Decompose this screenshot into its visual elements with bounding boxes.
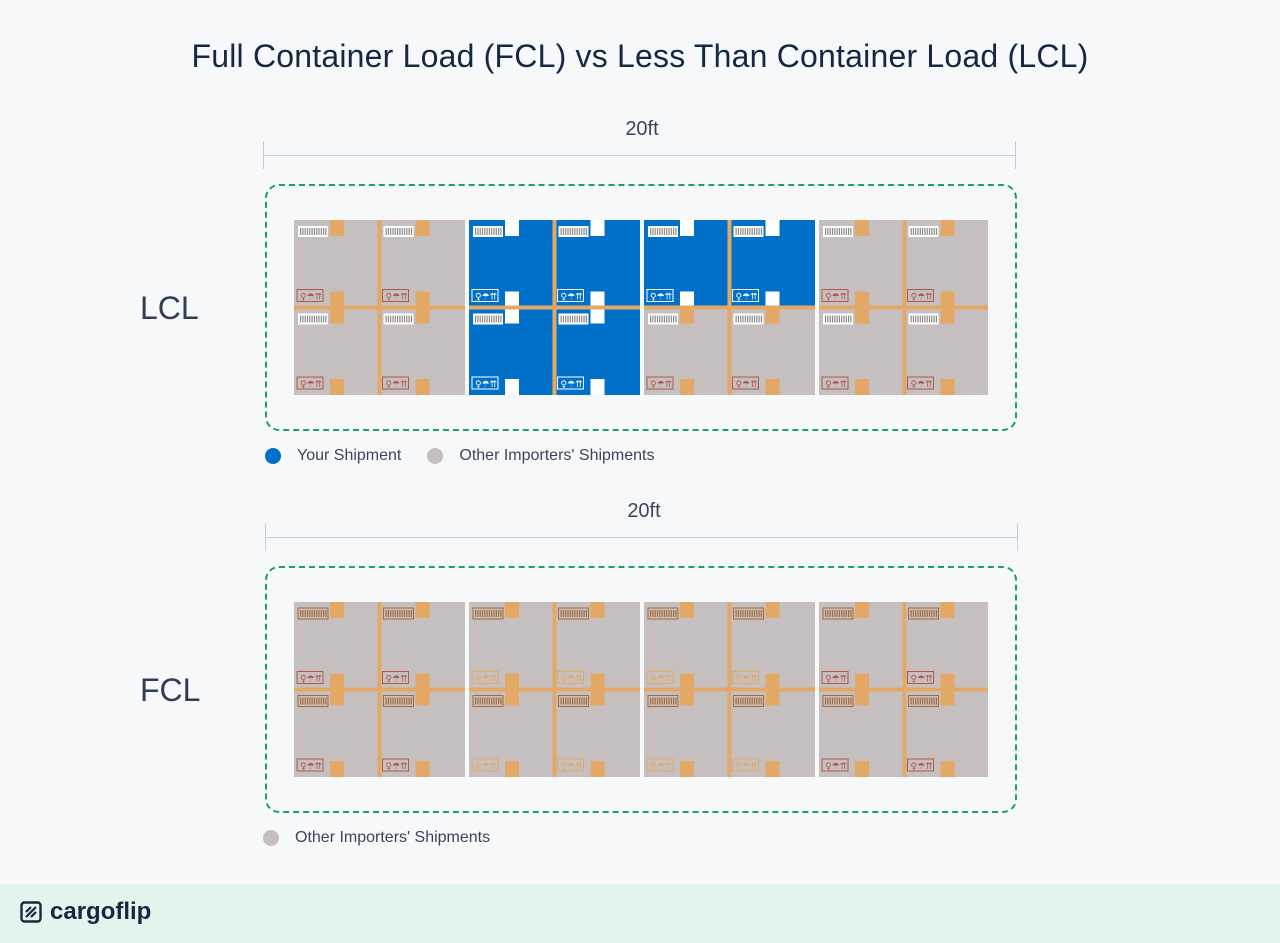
brand[interactable]: cargoflip — [20, 898, 151, 926]
other-shipment-box: ♀☂⇈ — [819, 307, 905, 395]
svg-text:♀☂⇈: ♀☂⇈ — [475, 675, 498, 685]
other-shipment-box: ♀☂⇈ — [904, 602, 988, 690]
footer-bar: cargoflip — [0, 884, 1280, 943]
lcl-container — [265, 184, 1017, 431]
svg-text:♀☂⇈: ♀☂⇈ — [736, 762, 759, 772]
fcl-label: FCL — [140, 672, 201, 708]
fcl-container — [265, 566, 1017, 813]
svg-text:♀☂⇈: ♀☂⇈ — [475, 762, 498, 772]
svg-text:♀☂⇈: ♀☂⇈ — [561, 675, 584, 685]
your-shipment-box: ♀☂⇈ — [644, 220, 730, 308]
your-shipment-dot-icon — [265, 448, 281, 464]
your-shipment-box: ♀☂⇈ — [469, 307, 555, 395]
other-shipment-box: ♀☂⇈ — [644, 307, 730, 395]
legend-item-other-shipments-fcl: Other Importers' Shipments — [263, 829, 490, 847]
svg-text:♀☂⇈: ♀☂⇈ — [911, 762, 934, 772]
other-shipment-box: ♀☂⇈ — [294, 689, 380, 777]
page-title: Full Container Load (FCL) vs Less Than C… — [191, 38, 1089, 74]
other-shipment-box: ♀☂⇈ — [904, 307, 988, 395]
svg-text:♀☂⇈: ♀☂⇈ — [475, 380, 498, 390]
other-shipment-box: ♀☂⇈ — [729, 689, 815, 777]
legend-label-other-shipments-fcl: Other Importers' Shipments — [295, 829, 491, 846]
svg-text:♀☂⇈: ♀☂⇈ — [650, 380, 673, 390]
svg-text:♀☂⇈: ♀☂⇈ — [386, 293, 409, 303]
svg-text:♀☂⇈: ♀☂⇈ — [911, 293, 934, 303]
other-shipment-box: ♀☂⇈ — [469, 689, 555, 777]
svg-text:♀☂⇈: ♀☂⇈ — [911, 380, 934, 390]
your-shipment-box: ♀☂⇈ — [554, 220, 640, 308]
legend-label-your-shipment: Your Shipment — [297, 447, 402, 464]
other-shipment-box: ♀☂⇈ — [904, 689, 988, 777]
your-shipment-box: ♀☂⇈ — [729, 220, 815, 308]
svg-text:♀☂⇈: ♀☂⇈ — [825, 380, 848, 390]
lcl-dimension-line — [263, 141, 1016, 171]
other-shipment-box: ♀☂⇈ — [294, 307, 380, 395]
other-shipment-box: ♀☂⇈ — [819, 602, 905, 690]
fcl-legend: Other Importers' Shipments — [263, 829, 516, 847]
other-shipment-box: ♀☂⇈ — [554, 689, 640, 777]
pallet-strap — [469, 220, 640, 395]
fcl-dimension-label: 20ft — [627, 500, 661, 522]
pallet-strap — [294, 602, 465, 777]
legend-item-other-shipments: Other Importers' Shipments — [427, 447, 655, 465]
svg-text:♀☂⇈: ♀☂⇈ — [475, 293, 498, 303]
svg-text:♀☂⇈: ♀☂⇈ — [825, 293, 848, 303]
svg-text:♀☂⇈: ♀☂⇈ — [300, 293, 323, 303]
other-shipment-box: ♀☂⇈ — [904, 220, 988, 308]
cargoflip-logo-icon — [20, 901, 42, 923]
pallet-strap — [469, 602, 640, 777]
lcl-label: LCL — [140, 290, 199, 326]
svg-text:♀☂⇈: ♀☂⇈ — [386, 380, 409, 390]
pallet-strap — [819, 220, 988, 395]
legend-item-your-shipment: Your Shipment — [265, 447, 401, 465]
lcl-legend: Your Shipment Other Importers' Shipments — [265, 447, 681, 465]
svg-text:♀☂⇈: ♀☂⇈ — [561, 293, 584, 303]
svg-text:♀☂⇈: ♀☂⇈ — [300, 380, 323, 390]
svg-text:♀☂⇈: ♀☂⇈ — [561, 762, 584, 772]
other-shipment-box: ♀☂⇈ — [819, 220, 905, 308]
legend-label-other-shipments: Other Importers' Shipments — [459, 447, 655, 464]
other-shipment-box: ♀☂⇈ — [644, 689, 730, 777]
svg-text:♀☂⇈: ♀☂⇈ — [650, 762, 673, 772]
other-shipment-box: ♀☂⇈ — [554, 602, 640, 690]
other-shipments-dot-icon — [263, 830, 279, 846]
svg-text:♀☂⇈: ♀☂⇈ — [300, 762, 323, 772]
pallet-strap — [644, 220, 815, 395]
brand-name: cargoflip — [50, 898, 152, 925]
svg-text:♀☂⇈: ♀☂⇈ — [736, 293, 759, 303]
other-shipment-box: ♀☂⇈ — [644, 602, 730, 690]
your-shipment-box: ♀☂⇈ — [469, 220, 555, 308]
svg-text:♀☂⇈: ♀☂⇈ — [386, 762, 409, 772]
svg-text:♀☂⇈: ♀☂⇈ — [825, 762, 848, 772]
other-shipments-dot-icon — [427, 448, 444, 464]
pallet-strap — [819, 602, 988, 777]
lcl-cargo-grid: ♀☂⇈ ♀☂⇈ ♀☂⇈ ♀☂⇈ ♀☂⇈ ♀☂⇈ ♀☂⇈ ♀☂⇈ ♀☂⇈ ♀☂⇈ ♀☂⇈ ♀☂⇈ ♀☂⇈ ♀… — [294, 220, 988, 395]
pallet-strap — [644, 602, 815, 777]
other-shipment-box: ♀☂⇈ — [379, 220, 465, 308]
lcl-dimension-label: 20ft — [625, 118, 659, 140]
other-shipment-box: ♀☂⇈ — [729, 307, 815, 395]
svg-text:♀☂⇈: ♀☂⇈ — [911, 675, 934, 685]
svg-text:♀☂⇈: ♀☂⇈ — [300, 675, 323, 685]
fcl-dimension-line — [265, 523, 1018, 553]
svg-text:♀☂⇈: ♀☂⇈ — [736, 380, 759, 390]
svg-text:♀☂⇈: ♀☂⇈ — [736, 675, 759, 685]
other-shipment-box: ♀☂⇈ — [379, 689, 465, 777]
fcl-cargo-grid: ♀☂⇈ ♀☂⇈ ♀☂⇈ ♀☂⇈ ♀☂⇈ ♀☂⇈ ♀☂⇈ ♀☂⇈ ♀☂⇈ ♀☂⇈ ♀☂⇈ ♀☂⇈ ♀☂⇈ ♀… — [294, 602, 988, 777]
other-shipment-box: ♀☂⇈ — [294, 602, 380, 690]
svg-text:♀☂⇈: ♀☂⇈ — [386, 675, 409, 685]
pallet-strap — [294, 220, 465, 395]
your-shipment-box: ♀☂⇈ — [554, 307, 640, 395]
svg-text:♀☂⇈: ♀☂⇈ — [561, 380, 584, 390]
svg-text:♀☂⇈: ♀☂⇈ — [650, 675, 673, 685]
svg-text:♀☂⇈: ♀☂⇈ — [650, 293, 673, 303]
other-shipment-box: ♀☂⇈ — [379, 602, 465, 690]
other-shipment-box: ♀☂⇈ — [294, 220, 380, 308]
other-shipment-box: ♀☂⇈ — [469, 602, 555, 690]
other-shipment-box: ♀☂⇈ — [819, 689, 905, 777]
other-shipment-box: ♀☂⇈ — [729, 602, 815, 690]
svg-text:♀☂⇈: ♀☂⇈ — [825, 675, 848, 685]
other-shipment-box: ♀☂⇈ — [379, 307, 465, 395]
